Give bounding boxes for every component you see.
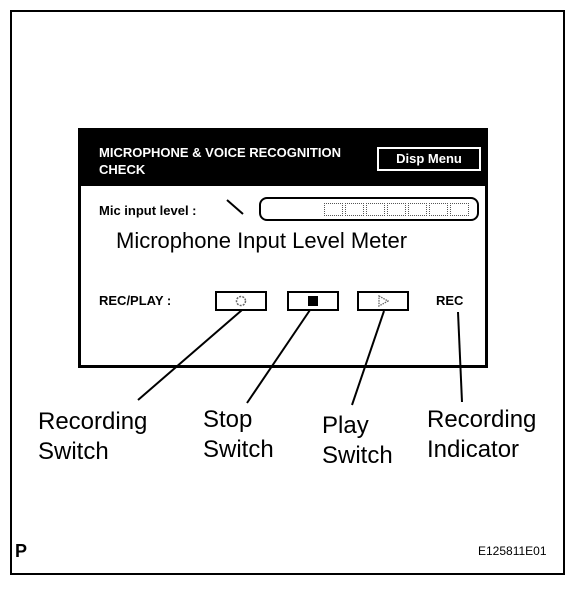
- screen-title: MICROPHONE & VOICE RECOGNITION CHECK: [99, 145, 341, 177]
- meter-segment: [387, 202, 406, 216]
- screen-header: MICROPHONE & VOICE RECOGNITION CHECK Dis…: [81, 131, 485, 186]
- meter-caption: Microphone Input Level Meter: [116, 228, 408, 253]
- meter-segment: [408, 202, 427, 216]
- meter-segment: [345, 202, 364, 216]
- figure-code: E125811E01: [478, 544, 547, 558]
- recording-switch-leader: [137, 309, 243, 401]
- figure-frame: [10, 10, 565, 575]
- recording-indicator: REC: [436, 293, 464, 308]
- play-switch-callout: Play Switch: [322, 412, 393, 469]
- meter-segment: [429, 202, 448, 216]
- stop-switch-callout: Stop Switch: [203, 406, 274, 463]
- stop-switch[interactable]: [287, 291, 339, 311]
- recording-indicator-callout: Recording Indicator: [427, 406, 537, 463]
- stop-icon: [308, 296, 318, 306]
- play-icon: [378, 295, 389, 307]
- disp-menu-button[interactable]: Disp Menu: [377, 147, 481, 171]
- display-screen: MICROPHONE & VOICE RECOGNITION CHECK Dis…: [78, 128, 488, 368]
- record-icon: [235, 295, 247, 307]
- meter-segment: [366, 202, 385, 216]
- meter-leader-line: [226, 199, 244, 215]
- play-switch-leader: [351, 310, 385, 406]
- meter-segment: [324, 202, 343, 216]
- play-switch[interactable]: [357, 291, 409, 311]
- rec-play-label: REC/PLAY :: [99, 293, 172, 308]
- recording-switch-callout: Recording Switch: [38, 408, 148, 465]
- recording-indicator-leader: [457, 311, 463, 403]
- page-marker: P: [15, 541, 28, 561]
- stop-switch-leader: [246, 309, 311, 404]
- mic-input-level-meter: [259, 197, 479, 221]
- mic-input-label: Mic input level :: [99, 203, 197, 218]
- meter-segment: [450, 202, 469, 216]
